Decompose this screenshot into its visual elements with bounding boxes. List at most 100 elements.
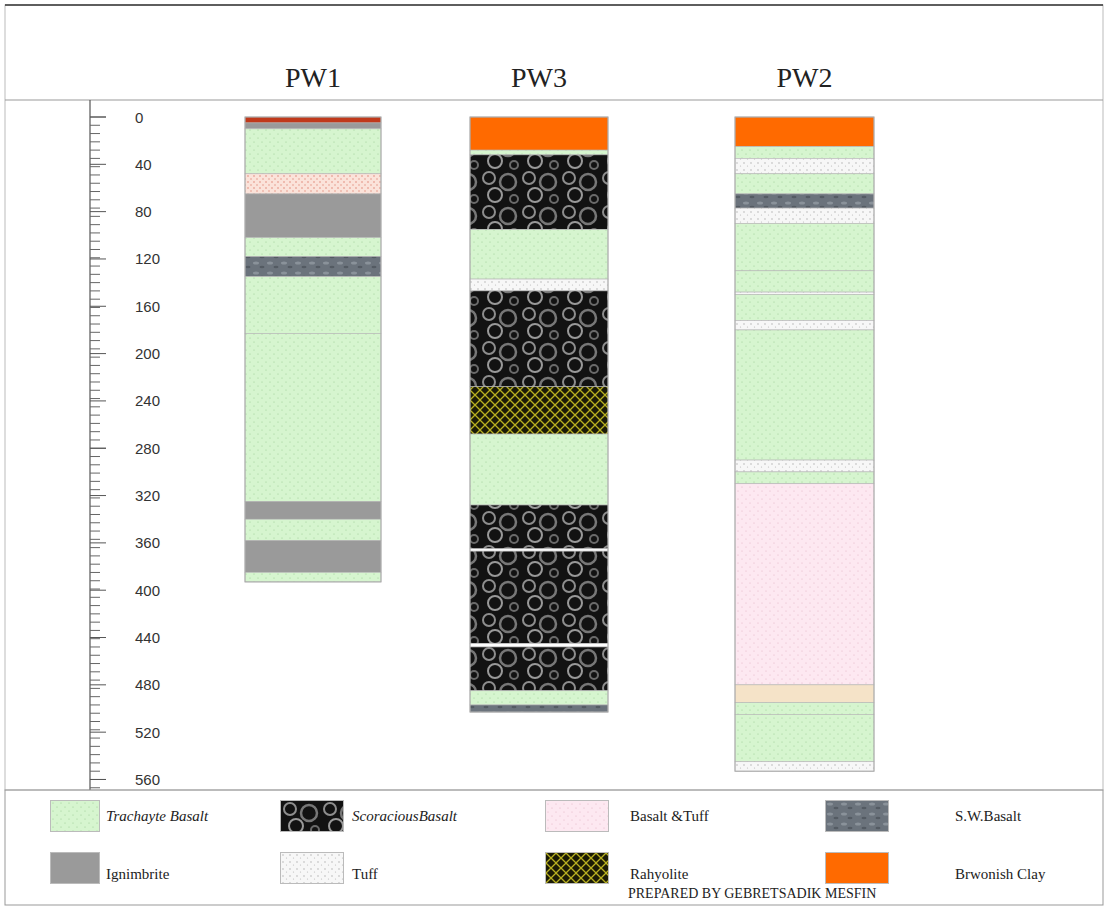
- depth-tick: [90, 481, 100, 482]
- depth-label: 320: [135, 487, 160, 504]
- legend-swatch: [545, 800, 609, 832]
- depth-tick: [90, 381, 100, 382]
- depth-tick: [90, 497, 100, 498]
- depth-tick: [90, 133, 100, 134]
- depth-label: 560: [135, 771, 160, 788]
- well-column: PW2: [725, 62, 884, 771]
- stratum-layer: [470, 643, 608, 647]
- depth-tick: [90, 365, 100, 366]
- legend-text: Ignimbrite: [106, 866, 169, 883]
- depth-tick: [90, 655, 100, 656]
- stratum-layer: [245, 174, 381, 194]
- stratum-layer: [245, 519, 381, 540]
- stratum-layer: [245, 333, 381, 501]
- stratum-layer: [735, 158, 874, 173]
- depth-tick: [90, 199, 100, 200]
- depth-tick: [90, 415, 100, 416]
- depth-tick: [90, 688, 100, 689]
- depth-tick: [90, 357, 100, 358]
- depth-tick: [90, 448, 106, 449]
- legend-text: S.W.Basalt: [955, 808, 1021, 825]
- depth-tick: [90, 771, 100, 772]
- depth-tick: [90, 738, 100, 739]
- legend-swatch: [825, 800, 889, 832]
- depth-label: 120: [135, 250, 160, 267]
- depth-tick: [90, 258, 106, 259]
- stratum-layer: [735, 117, 874, 147]
- depth-label: 480: [135, 676, 160, 693]
- depth-tick: [90, 257, 100, 258]
- depth-tick: [90, 400, 106, 401]
- stratum-layer: [470, 691, 608, 705]
- legend-swatch: [825, 852, 889, 884]
- well-column: PW1: [235, 62, 391, 582]
- depth-tick: [90, 555, 100, 556]
- well-name: PW2: [725, 62, 884, 94]
- well-name: PW3: [460, 62, 618, 94]
- stratum-layer: [470, 551, 608, 643]
- depth-tick: [90, 638, 100, 639]
- stratum-layer: [470, 387, 608, 434]
- legend-text: ScoraciousBasalt: [352, 808, 457, 825]
- well-outline: [470, 117, 608, 712]
- depth-tick: [90, 274, 100, 275]
- depth-tick: [90, 290, 100, 291]
- depth-tick: [90, 779, 106, 780]
- legend-text: Tuff: [352, 866, 378, 883]
- stratum-layer: [470, 117, 608, 150]
- depth-tick: [90, 266, 100, 267]
- legend-swatch: [280, 852, 344, 884]
- stratum-layer: [245, 257, 381, 277]
- depth-tick: [90, 637, 106, 638]
- depth-tick: [90, 696, 100, 697]
- stratum-layer: [245, 123, 381, 129]
- stratum-layer: [735, 320, 874, 329]
- depth-tick: [90, 191, 100, 192]
- depth-tick: [90, 224, 100, 225]
- depth-tick: [90, 630, 100, 631]
- stratum-layer: [470, 291, 608, 387]
- depth-tick: [90, 779, 106, 780]
- depth-tick: [90, 746, 100, 747]
- stratum-layer: [245, 129, 381, 174]
- depth-tick: [90, 249, 100, 250]
- depth-label: 280: [135, 440, 160, 457]
- legend-text: Brwonish Clay: [955, 866, 1045, 883]
- depth-tick: [90, 590, 106, 591]
- depth-tick: [90, 353, 106, 354]
- stratum-layer: [735, 703, 874, 715]
- stratum-layer: [470, 279, 608, 291]
- depth-tick: [90, 398, 100, 399]
- depth-tick: [90, 564, 100, 565]
- depth-tick: [90, 141, 100, 142]
- depth-tick: [90, 211, 106, 212]
- depth-tick: [90, 646, 100, 647]
- stratum-layer: [470, 229, 608, 279]
- legend-text: Rahyolite: [630, 866, 688, 883]
- depth-label: 360: [135, 534, 160, 551]
- stratum-layer: [245, 501, 381, 519]
- well-outline: [245, 117, 381, 582]
- legend-swatch: [545, 852, 609, 884]
- well-name: PW1: [235, 62, 391, 94]
- stratum-layer: [470, 434, 608, 505]
- depth-tick: [90, 183, 100, 184]
- stratum-layer: [735, 460, 874, 472]
- stratum-layer: [470, 705, 608, 712]
- depth-tick: [90, 613, 100, 614]
- author-note: PREPARED BY GEBRETSADIK MESFIN: [628, 886, 876, 902]
- depth-tick: [90, 125, 100, 126]
- stratum-layer: [735, 714, 874, 761]
- depth-tick: [90, 680, 100, 681]
- depth-tick: [90, 299, 100, 300]
- legend-text: Basalt &Tuff: [630, 808, 709, 825]
- depth-tick: [90, 597, 100, 598]
- depth-tick: [90, 431, 100, 432]
- depth-tick: [90, 158, 100, 159]
- depth-tick: [90, 539, 100, 540]
- depth-tick: [90, 663, 100, 664]
- depth-tick: [90, 473, 100, 474]
- depth-tick: [90, 150, 100, 151]
- stratum-layer: [245, 194, 381, 238]
